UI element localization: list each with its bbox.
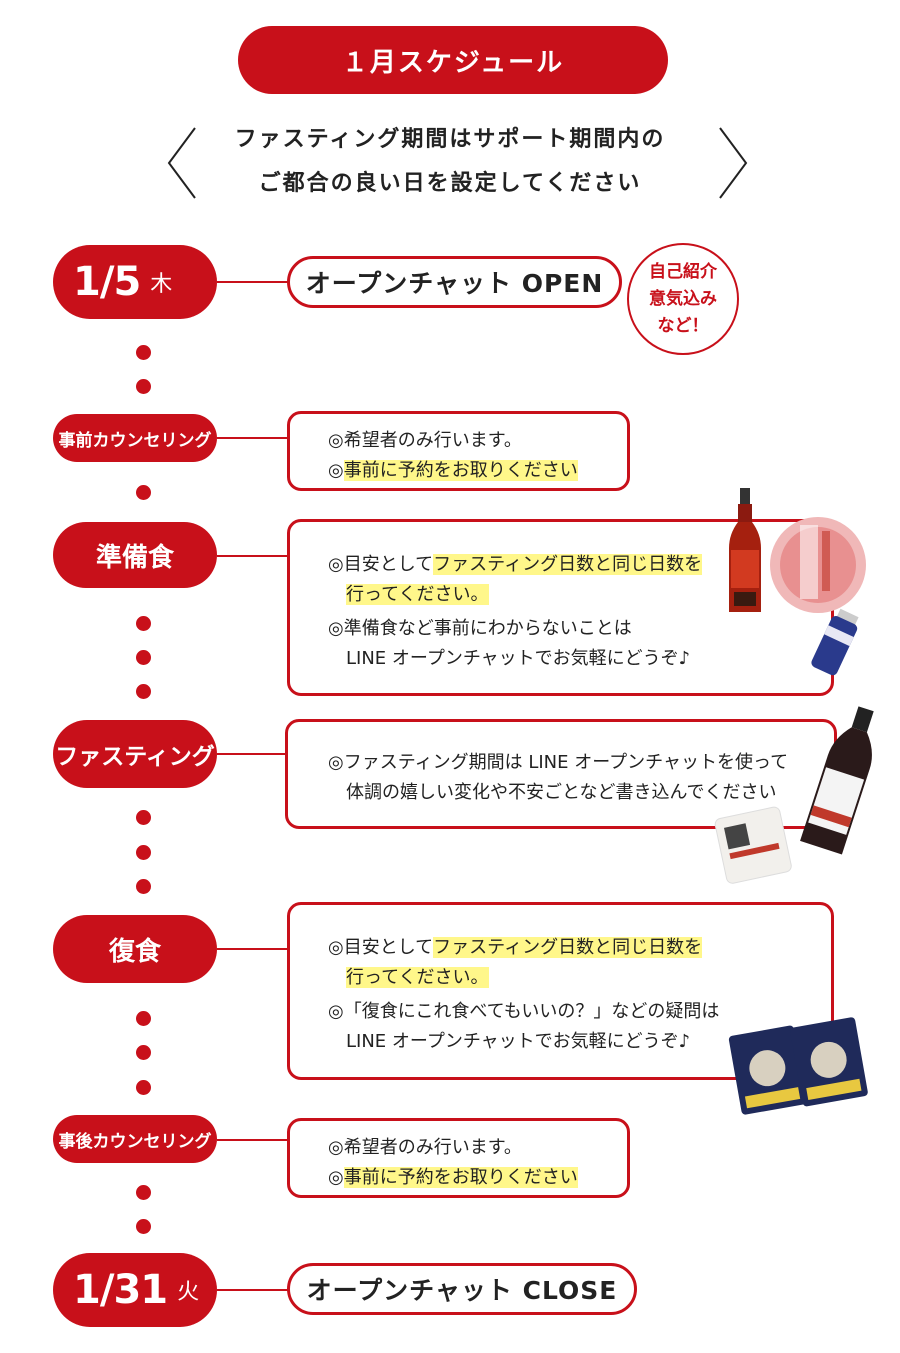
chevron-right-icon — [719, 127, 748, 199]
intro-line-1: ファスティング期間はサポート期間内の — [234, 127, 666, 152]
recovery-line-1b: ファスティング日数と同じ日数を — [433, 937, 703, 958]
recovery-line-4: LINE オープンチャットでお気軽にどうぞ♪ — [346, 1031, 691, 1052]
fasting-line-1: ◎ファスティング期間は LINE オープンチャットを使って — [328, 752, 789, 773]
post-counseling-pill: 事後カウンセリング — [53, 1115, 217, 1163]
timeline-dot — [136, 1045, 151, 1060]
fasting-pill: ファスティング — [53, 720, 217, 788]
end-date-pill: 1/31 火 — [53, 1253, 217, 1327]
enzyme-bottle-image — [800, 706, 874, 855]
timeline-dot — [136, 345, 151, 360]
prep-food-pill: 準備食 — [53, 522, 217, 588]
schedule-title: １月スケジュール — [238, 26, 668, 94]
pre-counseling-line-2: 事前に予約をお取りください — [343, 460, 578, 481]
bubble-line-3: など！ — [657, 315, 709, 336]
timeline-dot — [136, 845, 151, 860]
timeline-dot — [136, 1219, 151, 1234]
recovery-food-pill: 復食 — [53, 915, 217, 983]
pre-counseling-pill: 事前カウンセリング — [53, 414, 217, 462]
end-day-of-week: 火 — [177, 1280, 200, 1305]
post-counseling-mark: ◎ — [328, 1167, 344, 1188]
timeline-dot — [136, 650, 151, 665]
porridge-packs-image — [728, 1017, 868, 1115]
connector-line — [217, 1139, 289, 1141]
recovery-line-2: 行ってください。 — [346, 967, 489, 988]
start-date: 1/5 — [73, 259, 141, 305]
timeline-dot — [136, 379, 151, 394]
end-date: 1/31 — [73, 1267, 168, 1313]
open-chat-close-pill: オープンチャット CLOSE — [287, 1263, 637, 1315]
bottle-image — [729, 488, 761, 612]
note-bubble: 自己紹介 意気込み など！ — [627, 243, 739, 355]
timeline-dot — [136, 1080, 151, 1095]
bubble-line-1: 自己紹介 — [649, 261, 717, 282]
pre-counseling-mark: ◎ — [328, 460, 344, 481]
timeline-dot — [136, 616, 151, 631]
rice-pack-image — [770, 517, 866, 613]
timeline-dot — [136, 485, 151, 500]
timeline-dot — [136, 684, 151, 699]
fasting-box: ◎ファスティング期間は LINE オープンチャットを使って 体調の嬉しい変化や不… — [285, 719, 837, 829]
intro-text: ファスティング期間はサポート期間内の ご都合の良い日を設定してください — [200, 118, 700, 206]
connector-line — [217, 555, 289, 557]
prep-line-4: LINE オープンチャットでお気軽にどうぞ♪ — [346, 648, 691, 669]
post-counseling-line-1: ◎希望者のみ行います。 — [328, 1137, 522, 1158]
supplement-pouch-image — [714, 806, 792, 884]
start-day-of-week: 木 — [150, 272, 173, 297]
timeline-dot — [136, 1185, 151, 1200]
start-date-pill: 1/5 木 — [53, 245, 217, 319]
connector-line — [217, 1289, 289, 1291]
pre-counseling-line-1: ◎希望者のみ行います。 — [328, 430, 522, 451]
prep-line-1b: ファスティング日数と同じ日数を — [433, 554, 703, 575]
timeline-dot — [136, 810, 151, 825]
drink-bottle-image — [811, 608, 859, 676]
recovery-line-1a: ◎目安として — [328, 937, 434, 958]
fasting-line-2: 体調の嬉しい変化や不安ごとなど書き込んでください — [346, 782, 777, 803]
prep-line-1a: ◎目安として — [328, 554, 434, 575]
bubble-line-2: 意気込み — [649, 288, 717, 309]
post-counseling-line-2: 事前に予約をお取りください — [343, 1167, 578, 1188]
timeline-dot — [136, 1011, 151, 1026]
connector-line — [217, 753, 287, 755]
recovery-line-3: ◎「復食にこれ食べてもいいの？」などの疑問は — [328, 1001, 720, 1022]
pre-counseling-box: ◎希望者のみ行います。 ◎事前に予約をお取りください — [287, 411, 630, 491]
chevron-left-icon — [167, 127, 196, 199]
open-chat-open-pill: オープンチャット OPEN — [287, 256, 622, 308]
connector-line — [217, 948, 289, 950]
connector-line — [217, 437, 289, 439]
connector-line — [217, 281, 289, 283]
post-counseling-box: ◎希望者のみ行います。 ◎事前に予約をお取りください — [287, 1118, 630, 1198]
timeline-dot — [136, 879, 151, 894]
prep-line-2: 行ってください。 — [346, 584, 489, 605]
prep-line-3: ◎準備食など事前にわからないことは — [328, 618, 632, 639]
intro-line-2: ご都合の良い日を設定してください — [258, 171, 642, 196]
